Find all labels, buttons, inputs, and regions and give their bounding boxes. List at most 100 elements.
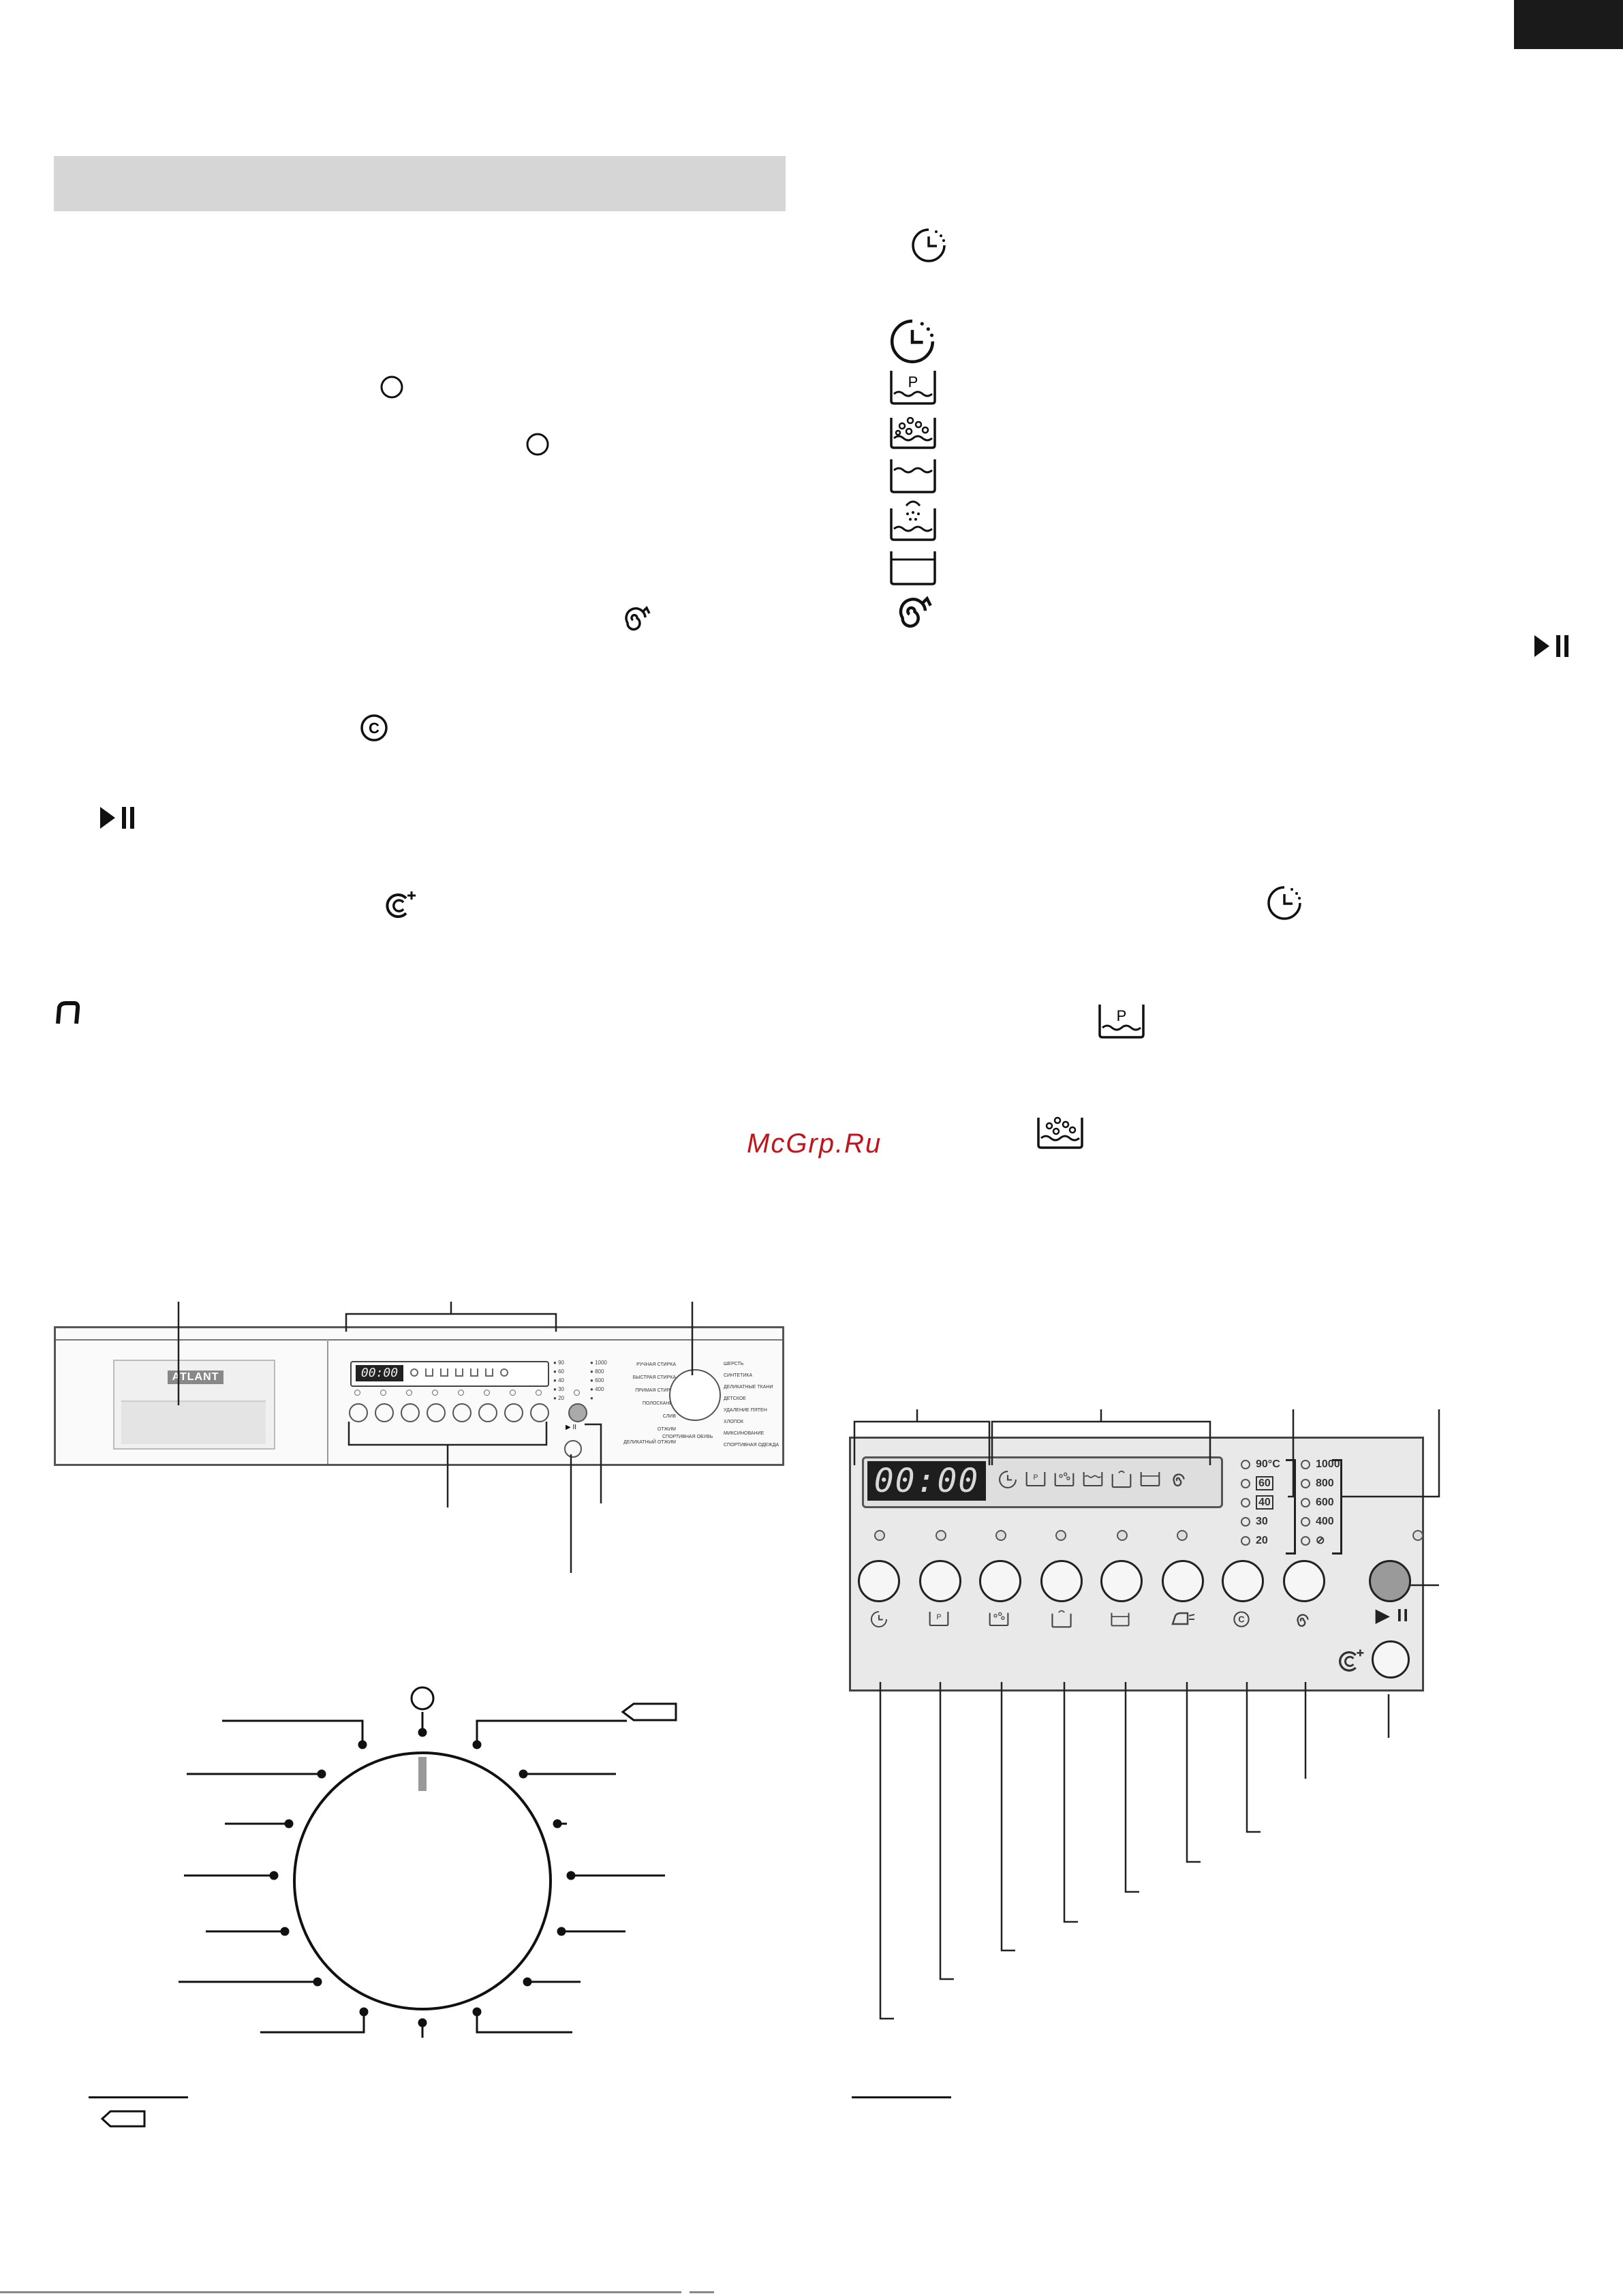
temperature-list: 90°C 60 40 30 20 bbox=[1241, 1455, 1288, 1550]
mini-button-row bbox=[349, 1403, 608, 1424]
spin-icon bbox=[899, 596, 932, 628]
drawer-handle[interactable] bbox=[121, 1400, 266, 1444]
dial-program-bottom: СПОРТИВНАЯ ОБУВЬ bbox=[662, 1435, 713, 1439]
delay-button[interactable] bbox=[858, 1560, 900, 1602]
temp-20: 20 bbox=[1241, 1531, 1288, 1550]
temperature-button[interactable] bbox=[1222, 1560, 1264, 1602]
super-rinse-c-icon: C bbox=[360, 714, 388, 741]
spin-bracket bbox=[1332, 1459, 1342, 1555]
svg-text:C: C bbox=[369, 720, 380, 737]
footnote-rule-right bbox=[852, 2096, 951, 2098]
mini-spin-400: ● 400 bbox=[590, 1386, 604, 1392]
child-lock-button[interactable] bbox=[1372, 1640, 1410, 1679]
panel-detail: 00:00 P 90°C 60 40 30 20 bbox=[849, 1437, 1424, 1692]
prewash-icon: P bbox=[929, 1612, 949, 1627]
spin-400: 400 bbox=[1301, 1512, 1348, 1531]
mini-temp-40: ● 40 bbox=[553, 1377, 564, 1383]
soak-icon bbox=[890, 500, 936, 541]
start-pause-button[interactable] bbox=[1369, 1560, 1411, 1602]
mini-program-dial[interactable] bbox=[669, 1369, 721, 1421]
spin-speed-list: 1000 800 600 400 ⊘ bbox=[1301, 1455, 1348, 1550]
mini-iron-button[interactable] bbox=[478, 1403, 497, 1422]
spiral-spin-icon bbox=[625, 606, 651, 631]
dial-label: СПОРТИВНАЯ ОДЕЖДА bbox=[724, 1443, 779, 1448]
play-pause-icon bbox=[100, 807, 134, 829]
mini-prewash-button[interactable] bbox=[375, 1403, 394, 1422]
mini-spin-800: ● 800 bbox=[590, 1368, 604, 1375]
bottom-rule-left bbox=[0, 2291, 681, 2293]
mini-soak-button[interactable] bbox=[427, 1403, 446, 1422]
super-rinse-c-icon: C bbox=[1233, 1611, 1250, 1627]
circle-icon bbox=[380, 376, 403, 399]
led bbox=[380, 1390, 386, 1396]
label-tag-icon bbox=[100, 2110, 146, 2128]
label-tag-icon bbox=[621, 1702, 677, 1721]
mini-temperature-list: ● 90 ● 60 ● 40 ● 30 ● 20 bbox=[553, 1358, 581, 1403]
brand-logo: ATLANT bbox=[168, 1371, 223, 1384]
intensive-wash-icon bbox=[1037, 1116, 1083, 1149]
led bbox=[432, 1390, 438, 1396]
easy-iron-button[interactable] bbox=[1162, 1560, 1204, 1602]
spin-800: 800 bbox=[1301, 1474, 1348, 1493]
svg-text:P: P bbox=[1033, 1473, 1038, 1482]
mini-intensive-button[interactable] bbox=[401, 1403, 420, 1422]
led bbox=[458, 1390, 464, 1396]
intensive-wash-icon bbox=[989, 1612, 1009, 1627]
delay-timer-icon bbox=[871, 1610, 888, 1627]
soak-button[interactable] bbox=[1040, 1560, 1083, 1602]
mini-spin-button[interactable] bbox=[530, 1403, 549, 1422]
led-rinse bbox=[1117, 1530, 1128, 1541]
temp-60: 60 bbox=[1241, 1474, 1288, 1493]
led bbox=[574, 1390, 580, 1396]
prewash-icon: P bbox=[890, 371, 936, 405]
dial-programs-left: РУЧНАЯ СТИРКА БЫСТРАЯ СТИРКА ПРИМАЯ СТИР… bbox=[601, 1358, 676, 1449]
bottom-rule-right bbox=[690, 2291, 714, 2293]
wash-icon bbox=[455, 1368, 463, 1377]
svg-text:P: P bbox=[908, 373, 918, 391]
spin-button[interactable] bbox=[1283, 1560, 1325, 1602]
soak-icon bbox=[470, 1368, 478, 1377]
program-dial[interactable] bbox=[293, 1751, 552, 2010]
panel-divider bbox=[327, 1339, 328, 1464]
play-pause-icon bbox=[1534, 635, 1568, 657]
spin-600: 600 bbox=[1301, 1493, 1348, 1512]
spin-icon bbox=[500, 1368, 508, 1377]
temperature-bracket bbox=[1286, 1459, 1296, 1555]
panel-top-strip bbox=[56, 1328, 782, 1341]
svg-text:P: P bbox=[936, 1613, 941, 1621]
mini-delay-button[interactable] bbox=[349, 1403, 368, 1422]
extra-rinse-button[interactable] bbox=[1100, 1560, 1143, 1602]
detergent-drawer[interactable]: ATLANT bbox=[113, 1360, 275, 1450]
svg-text:C: C bbox=[1238, 1614, 1245, 1625]
dial-label: РУЧНАЯ СТИРКА bbox=[636, 1362, 676, 1367]
watermark: McGrp.Ru bbox=[747, 1129, 882, 1159]
dial-label: БЫСТРАЯ СТИРКА bbox=[632, 1375, 676, 1380]
program-dial-diagram bbox=[179, 1686, 677, 2038]
wash-icon bbox=[890, 459, 936, 493]
prewash-icon: P bbox=[1098, 1005, 1145, 1039]
dial-label: ПОЛОСКАНИЕ bbox=[643, 1401, 676, 1406]
mini-temp-button[interactable] bbox=[504, 1403, 523, 1422]
no-spin-icon: ⊘ bbox=[1316, 1535, 1325, 1546]
led bbox=[484, 1390, 490, 1396]
display-phase-icons: P bbox=[998, 1469, 1216, 1496]
intensive-wash-icon bbox=[1054, 1472, 1075, 1487]
delay-timer-icon bbox=[912, 228, 946, 262]
mini-start-pause-button[interactable] bbox=[568, 1403, 587, 1422]
temp-40: 40 bbox=[1241, 1493, 1288, 1512]
mini-display-icons bbox=[410, 1368, 540, 1378]
mini-led-row bbox=[354, 1390, 600, 1396]
led-prewash bbox=[936, 1530, 946, 1541]
dial-label: МИКСИНОВАНИЕ bbox=[724, 1431, 764, 1436]
dial-label: СЛИВ bbox=[662, 1414, 676, 1419]
intensive-wash-button[interactable] bbox=[979, 1560, 1021, 1602]
child-lock-c-plus-icon bbox=[386, 891, 416, 918]
led bbox=[536, 1390, 542, 1396]
mini-rinse-button[interactable] bbox=[452, 1403, 472, 1422]
mini-spin-600: ● 600 bbox=[590, 1377, 604, 1383]
dial-label: УДАЛЕНИЕ ПЯТЕН bbox=[724, 1408, 767, 1413]
prewash-button[interactable] bbox=[919, 1560, 961, 1602]
spin-1000: 1000 bbox=[1301, 1455, 1348, 1474]
mini-child-lock-button[interactable] bbox=[564, 1440, 582, 1458]
